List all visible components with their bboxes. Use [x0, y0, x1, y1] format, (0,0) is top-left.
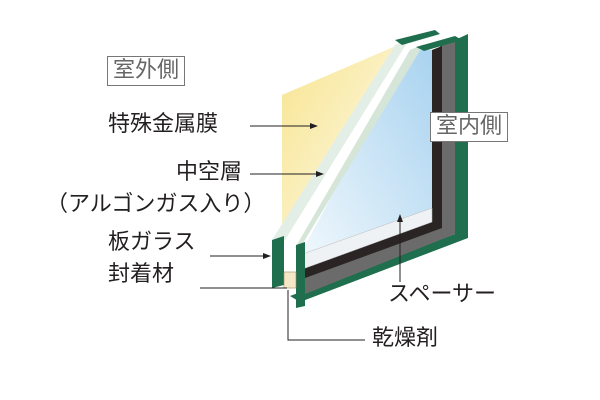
outdoor-side-label: 室外側	[107, 56, 186, 86]
outer-glass-green-edge	[272, 236, 284, 288]
argon-note-label: （アルゴンガス入り）	[46, 192, 266, 217]
top-green-edge-outer	[395, 30, 440, 45]
inner-glass-green-edge	[296, 242, 305, 308]
sealant-block	[283, 271, 297, 289]
hollow-layer-label: 中空層	[176, 160, 243, 185]
special-metal-film-label: 特殊金属膜	[108, 112, 219, 137]
outer-glass-edge	[272, 38, 410, 240]
top-green-edge-inner	[416, 36, 462, 51]
hollow-layer-blue	[300, 50, 432, 270]
desiccant-label: 乾燥剤	[372, 326, 439, 351]
inner-glass-edge	[295, 44, 424, 248]
plate-glass-label: 板ガラス	[108, 230, 196, 255]
indoor-side-label: 室内側	[430, 112, 509, 142]
spacer-label: スペーサー	[388, 282, 497, 307]
sealant-label: 封着材	[108, 262, 175, 287]
